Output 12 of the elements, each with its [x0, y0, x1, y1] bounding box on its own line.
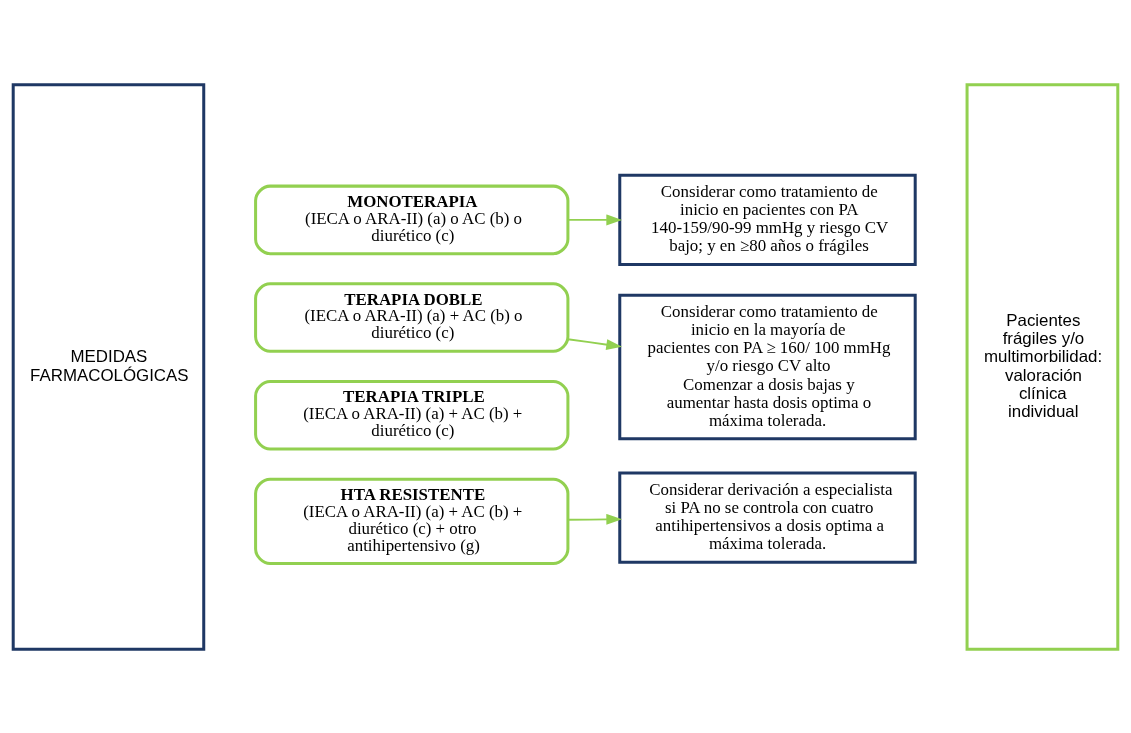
node-box: TERAPIA DOBLE (IECA o ARA-II) (a) + AC (b) o diurético (c)	[254, 281, 570, 353]
node-box: Pacientes frágiles y/o multimorbilidad: valoración clínica individual	[965, 82, 1120, 651]
node-box: HTA RESISTENTE (IECA o ARA-II) (a) + AC (b) + diurético (c) + otro antihipertensivo (g)	[254, 477, 570, 565]
arrow	[567, 337, 622, 350]
arrow	[567, 513, 622, 525]
node-box: MEDIDAS FARMACOLÓGICAS	[11, 82, 206, 651]
node-box: Considerar como tratamiento de inicio en la mayoría de pacientes con PA ≥ 160/ 100 mmHg y/o riesgo CV alto Comenzar a dosis bajas y aumentar hasta dosis optima o máxima tolerada.	[618, 293, 917, 440]
node-box: TERAPIA TRIPLE (IECA o ARA-II) (a) + AC (b) + diurético (c)	[254, 379, 570, 450]
node-box: MONOTERAPIA (IECA o ARA-II) (a) o AC (b) o diurético (c)	[254, 184, 570, 255]
node-box: Considerar derivación a especialista si PA no se controla con cuatro antihipertensivos a dosis optima a máxima tolerada.	[618, 471, 917, 564]
node-box: Considerar como tratamiento de inicio en pacientes con PA 140-159/90-99 mmHg y riesgo CV bajo; y en ≥80 años o frágiles	[618, 173, 917, 266]
arrow	[567, 213, 623, 225]
